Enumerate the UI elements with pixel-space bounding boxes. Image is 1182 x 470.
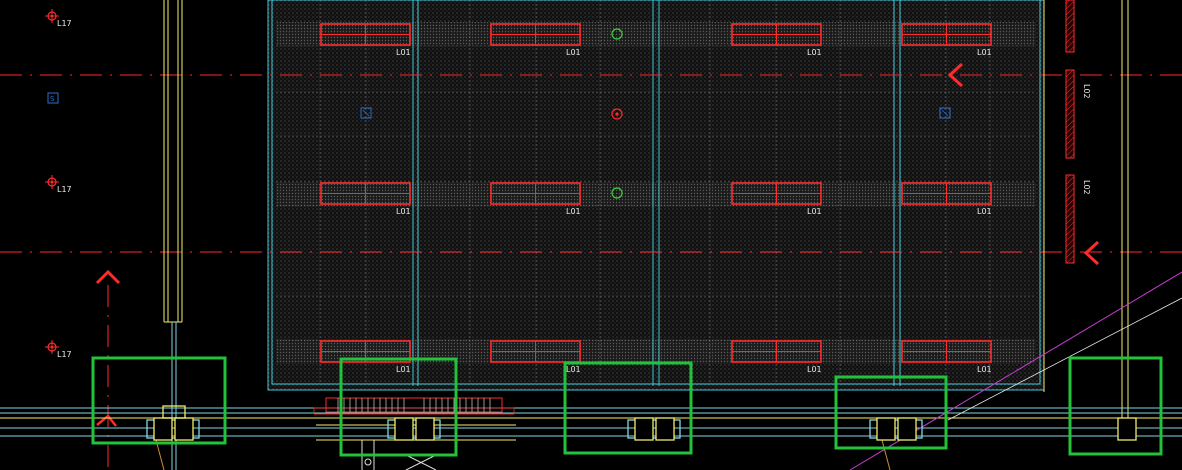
opening-tag: L01 <box>566 207 581 216</box>
opening-2-3[interactable]: L01 <box>731 182 822 216</box>
section-marker-left-up[interactable] <box>95 269 121 285</box>
opening-2-4[interactable]: L01 <box>901 182 992 216</box>
highlight-box-2[interactable] <box>339 357 458 457</box>
bottom-grating <box>313 397 515 470</box>
opening-tag: L01 <box>977 207 992 216</box>
left-blue-marker[interactable]: S <box>47 92 59 104</box>
left-pipe-lines <box>171 322 177 470</box>
right-wall <box>1043 0 1129 418</box>
opening-tag: L01 <box>807 207 822 216</box>
highlight-box-1[interactable] <box>91 356 227 445</box>
opening-3-3[interactable]: L01 <box>731 340 822 374</box>
section-marker-top-right[interactable] <box>947 62 964 88</box>
slab-blue-marker-right[interactable] <box>939 107 951 119</box>
green-circle-mid[interactable] <box>611 187 623 199</box>
bottom-pipe-lines <box>0 407 1182 437</box>
highlight-box-5[interactable] <box>1068 356 1163 456</box>
level-marker-1[interactable]: L17 <box>45 9 72 28</box>
opening-tag: L01 <box>396 365 411 374</box>
opening-tag: L01 <box>807 48 822 57</box>
slab-blue-marker-left[interactable] <box>360 107 372 119</box>
opening-3-2[interactable]: L01 <box>490 340 581 374</box>
grid-lines <box>0 74 1182 470</box>
opening-tag: L01 <box>977 48 992 57</box>
opening-tag: L01 <box>566 365 581 374</box>
level-marker-3[interactable]: L17 <box>45 340 72 359</box>
level-marker-2[interactable]: L17 <box>45 175 72 194</box>
opening-1-3[interactable]: L01 <box>731 23 822 57</box>
section-marker-mid-right[interactable] <box>1083 240 1100 266</box>
opening-tag: L01 <box>396 207 411 216</box>
level-marker-label: L17 <box>57 185 72 194</box>
highlight-box-3[interactable] <box>563 361 693 455</box>
opening-tag: L01 <box>566 48 581 57</box>
opening-1-4[interactable]: L01 <box>901 23 992 57</box>
sloped-lines <box>155 439 891 470</box>
left-wall <box>163 0 183 323</box>
green-circle-top[interactable] <box>611 28 623 40</box>
red-target-icon[interactable] <box>611 108 623 120</box>
slab-panel <box>267 0 1045 391</box>
right-wall-tag-1: L02 <box>1082 84 1091 99</box>
bottom-fixtures <box>146 405 1137 441</box>
left-blue-marker-label: S <box>50 95 55 103</box>
opening-2-2[interactable]: L01 <box>490 182 581 216</box>
opening-tag: L01 <box>807 365 822 374</box>
opening-1-2[interactable]: L01 <box>490 23 581 57</box>
diagonal-line-white <box>947 297 1182 421</box>
svg-text:L02: L02 <box>1082 180 1091 195</box>
section-marker-left-bottom[interactable] <box>96 414 117 427</box>
opening-2-1[interactable]: L01 <box>320 182 411 216</box>
opening-tag: L01 <box>396 48 411 57</box>
svg-text:L02: L02 <box>1082 84 1091 99</box>
opening-1-1[interactable]: L01 <box>320 23 411 57</box>
level-marker-label: L17 <box>57 350 72 359</box>
highlight-box-4[interactable] <box>834 375 948 450</box>
right-wall-tag-2: L02 <box>1082 180 1091 195</box>
opening-3-4[interactable]: L01 <box>901 340 992 374</box>
level-marker-label: L17 <box>57 19 72 28</box>
opening-tag: L01 <box>977 365 992 374</box>
